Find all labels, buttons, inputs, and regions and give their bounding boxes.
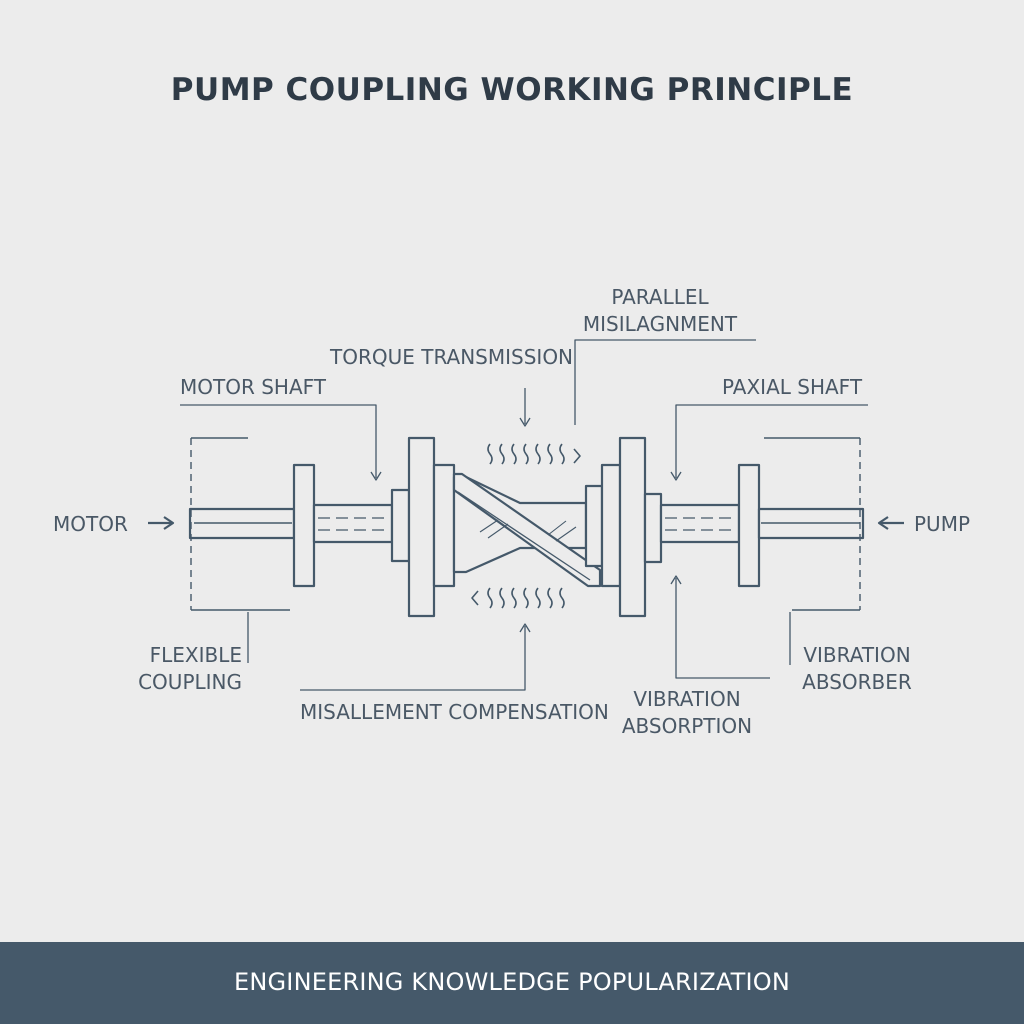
motor-shaft-label: MOTOR SHAFT — [180, 375, 326, 399]
leader-lines — [180, 339, 868, 691]
torque-wave-bottom — [471, 587, 565, 609]
torque-wave-top — [487, 443, 581, 465]
footer-banner: ENGINEERING KNOWLEDGE POPULARIZATION — [0, 942, 1024, 1024]
torque-transmission-label: TORQUE TRANSMISSION — [330, 345, 574, 369]
misalignment-compensation-label: MISALLEMENT COMPENSATION — [300, 700, 609, 724]
vibration-absorption-label: VIBRATION ABSORPTION — [612, 686, 762, 740]
pump-shaft-drawing — [659, 463, 865, 588]
flexible-coupling-line1: FLEXIBLE — [149, 643, 242, 667]
flexible-coupling-element — [452, 472, 602, 588]
vibration-absorption-line2: ABSORPTION — [621, 714, 753, 738]
flexible-coupling-line2: COUPLING — [138, 670, 242, 694]
vibration-absorber-line2: ABSORBER — [802, 670, 912, 694]
footer-text: ENGINEERING KNOWLEDGE POPULARIZATION — [233, 968, 790, 996]
pump-label: PUMP — [914, 512, 971, 536]
right-coupling-hub — [584, 436, 663, 618]
parallel-misalignment-label: PARALLEL MISILAGNMENT — [575, 284, 745, 338]
motor-label: MOTOR — [53, 512, 128, 536]
vibration-absorber-line1: VIBRATION — [803, 643, 911, 667]
flexible-coupling-label: FLEXIBLE COUPLING — [138, 642, 242, 696]
left-coupling-hub — [390, 436, 456, 618]
parallel-misalignment-line1: PARALLEL — [611, 285, 709, 309]
vibration-absorber-label: VIBRATION ABSORBER — [792, 642, 922, 696]
diagram-title: PUMP COUPLING WORKING PRINCIPLE — [170, 72, 854, 108]
vibration-absorption-line1: VIBRATION — [633, 687, 741, 711]
paxial-shaft-label: PAXIAL SHAFT — [722, 375, 863, 399]
parallel-misalignment-line2: MISILAGNMENT — [582, 312, 738, 336]
motor-shaft-drawing — [188, 463, 394, 588]
coupling-diagram — [148, 339, 904, 691]
flow-arrows — [148, 516, 904, 530]
boundary-brackets — [190, 437, 861, 611]
